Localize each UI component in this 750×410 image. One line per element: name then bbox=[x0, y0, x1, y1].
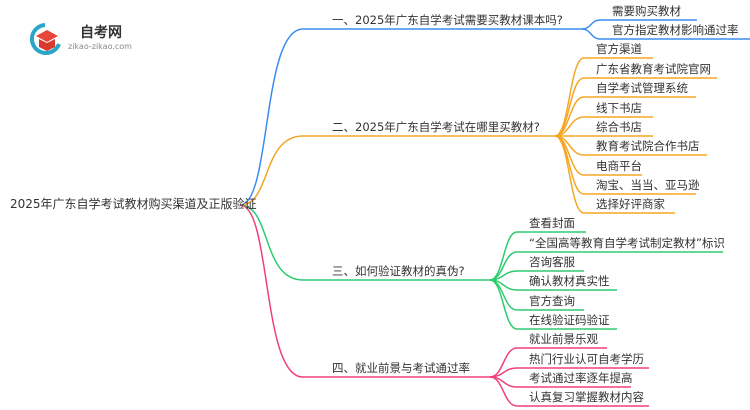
leaf-node: “全国高等教育自学考试制定教材”标识 bbox=[529, 236, 725, 250]
leaf-node: 选择好评商家 bbox=[596, 197, 665, 211]
leaf-node: 官方渠道 bbox=[596, 42, 642, 56]
leaf-node: 官方指定教材影响通过率 bbox=[612, 23, 739, 37]
branch-node: 二、2025年广东自学考试在哪里买教材? bbox=[332, 120, 540, 134]
branch-node: 一、2025年广东自学考试需要买教材课本吗? bbox=[332, 13, 563, 27]
leaf-node: 咨询客服 bbox=[529, 255, 575, 269]
leaf-node: 就业前景乐观 bbox=[529, 332, 598, 346]
logo-icon bbox=[29, 23, 61, 55]
leaf-node: 热门行业认可自考学历 bbox=[529, 352, 644, 366]
leaf-node: 综合书店 bbox=[596, 120, 642, 134]
branch-connector bbox=[239, 204, 490, 281]
leaf-connector bbox=[489, 376, 649, 407]
logo: 自考网 zikao-zikao.com bbox=[28, 20, 138, 55]
leaf-node: 淘宝、当当、亚马逊 bbox=[596, 178, 700, 192]
logo-title: 自考网 bbox=[80, 25, 122, 41]
leaf-node: 在线验证码验证 bbox=[529, 313, 610, 327]
leaf-connector bbox=[554, 57, 653, 137]
leaf-node: 需要购买教材 bbox=[612, 4, 681, 18]
leaf-node: 自学考试管理系统 bbox=[596, 81, 688, 95]
leaf-node: 查看封面 bbox=[529, 216, 575, 230]
logo-url: zikao-zikao.com bbox=[68, 42, 132, 51]
leaf-node: 认真复习掌握教材内容 bbox=[529, 390, 644, 404]
leaf-node: 线下书店 bbox=[596, 101, 642, 115]
leaf-connector bbox=[489, 279, 617, 330]
leaf-node: 电商平台 bbox=[596, 159, 642, 173]
leaf-node: 确认教材真实性 bbox=[529, 274, 610, 288]
branch-connector bbox=[239, 135, 555, 206]
branch-connector bbox=[239, 204, 490, 378]
leaf-connector bbox=[554, 135, 675, 214]
leaf-node: 官方查询 bbox=[529, 294, 575, 308]
branch-node: 四、就业前景与考试通过率 bbox=[332, 361, 470, 375]
branch-connector bbox=[239, 28, 582, 206]
leaf-node: 教育考试院合作书店 bbox=[596, 139, 700, 153]
branch-node: 三、如何验证教材的真伪? bbox=[332, 264, 465, 278]
leaf-connector bbox=[581, 28, 750, 40]
leaf-node: 广东省教育考试院官网 bbox=[596, 62, 711, 76]
leaf-node: 考试通过率逐年提高 bbox=[529, 371, 633, 385]
root-node: 2025年广东自学考试教材购买渠道及正版验证 bbox=[10, 197, 257, 211]
